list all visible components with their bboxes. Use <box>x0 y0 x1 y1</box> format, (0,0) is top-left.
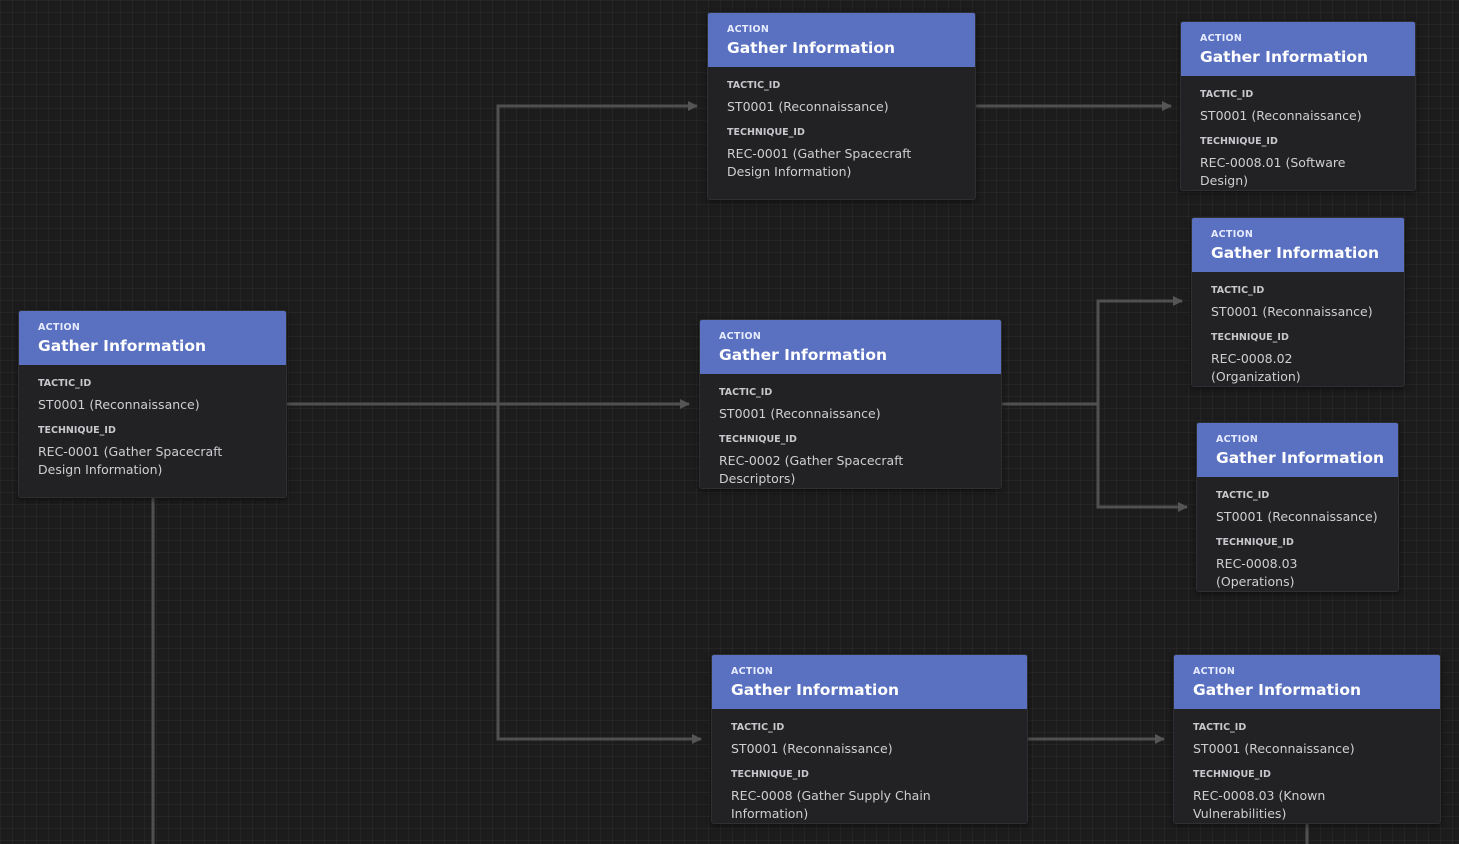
tactic-id-label: TACTIC_ID <box>1211 285 1265 296</box>
technique-id-label: TECHNIQUE_ID <box>1216 537 1294 548</box>
action-node-software-design[interactable]: ACTION Gather Information TACTIC_ID ST00… <box>1180 21 1416 191</box>
node-title: Gather Information <box>1211 244 1380 262</box>
node-body: TACTIC_ID ST0001 (Reconnaissance) TECHNI… <box>1192 272 1404 386</box>
node-body: TACTIC_ID ST0001 (Reconnaissance) TECHNI… <box>1197 477 1398 591</box>
tactic-id-value: ST0001 (Reconnaissance) <box>38 397 200 412</box>
node-header: ACTION Gather Information <box>1181 22 1415 76</box>
tactic-id-value: ST0001 (Reconnaissance) <box>1200 108 1362 123</box>
node-kind-label: ACTION <box>1193 666 1236 677</box>
node-header: ACTION Gather Information <box>1197 423 1398 477</box>
edge-descriptors-to-operations[interactable] <box>1096 404 1188 512</box>
node-title: Gather Information <box>731 681 900 699</box>
tactic-id-label: TACTIC_ID <box>727 80 781 91</box>
technique-id-value: REC-0001 (Gather Spacecraft Design Infor… <box>727 146 912 179</box>
node-kind-label: ACTION <box>719 331 762 342</box>
node-title: Gather Information <box>1200 48 1369 66</box>
node-title: Gather Information <box>38 337 207 355</box>
technique-id-label: TECHNIQUE_ID <box>731 769 809 780</box>
technique-id-label: TECHNIQUE_ID <box>727 127 805 138</box>
action-node-operations[interactable]: ACTION Gather Information TACTIC_ID ST00… <box>1196 422 1399 592</box>
action-node-organization[interactable]: ACTION Gather Information TACTIC_ID ST00… <box>1191 217 1405 387</box>
tactic-id-label: TACTIC_ID <box>719 387 773 398</box>
tactic-id-value: ST0001 (Reconnaissance) <box>1193 741 1355 756</box>
tactic-id-value: ST0001 (Reconnaissance) <box>1216 509 1378 524</box>
tactic-id-label: TACTIC_ID <box>38 378 92 389</box>
technique-id-label: TECHNIQUE_ID <box>1193 769 1271 780</box>
node-kind-label: ACTION <box>731 666 774 677</box>
technique-id-value: REC-0008.01 (Software Design) <box>1200 155 1346 188</box>
node-body: TACTIC_ID ST0001 (Reconnaissance) TECHNI… <box>700 374 1001 488</box>
node-body: TACTIC_ID ST0001 (Reconnaissance) TECHNI… <box>19 365 286 497</box>
node-body: TACTIC_ID ST0001 (Reconnaissance) TECHNI… <box>1181 76 1415 190</box>
node-body: TACTIC_ID ST0001 (Reconnaissance) TECHNI… <box>712 709 1027 823</box>
node-kind-label: ACTION <box>1216 434 1259 445</box>
node-title: Gather Information <box>719 346 888 364</box>
node-header: ACTION Gather Information <box>1174 655 1440 709</box>
technique-id-value: REC-0002 (Gather Spacecraft Descriptors) <box>719 453 904 486</box>
node-header: ACTION Gather Information <box>1192 218 1404 272</box>
technique-id-value: REC-0008.03 (Operations) <box>1216 556 1298 589</box>
tactic-id-value: ST0001 (Reconnaissance) <box>719 406 881 421</box>
tactic-id-label: TACTIC_ID <box>1216 490 1270 501</box>
technique-id-label: TECHNIQUE_ID <box>1200 136 1278 147</box>
tactic-id-label: TACTIC_ID <box>731 722 785 733</box>
node-kind-label: ACTION <box>1200 33 1243 44</box>
technique-id-value: REC-0001 (Gather Spacecraft Design Infor… <box>38 444 223 477</box>
technique-id-label: TECHNIQUE_ID <box>719 434 797 445</box>
node-header: ACTION Gather Information <box>700 320 1001 374</box>
node-kind-label: ACTION <box>38 322 81 333</box>
technique-id-label: TECHNIQUE_ID <box>1211 332 1289 343</box>
node-header: ACTION Gather Information <box>19 311 286 365</box>
technique-id-value: REC-0008.03 (Known Vulnerabilities) <box>1193 788 1326 821</box>
action-node-root[interactable]: ACTION Gather Information TACTIC_ID ST00… <box>18 310 287 498</box>
node-kind-label: ACTION <box>1211 229 1254 240</box>
technique-id-value: REC-0008 (Gather Supply Chain Informatio… <box>731 788 931 821</box>
action-node-known-vulnerabilities[interactable]: ACTION Gather Information TACTIC_ID ST00… <box>1173 654 1441 824</box>
node-header: ACTION Gather Information <box>712 655 1027 709</box>
tactic-id-value: ST0001 (Reconnaissance) <box>1211 304 1373 319</box>
tactic-id-value: ST0001 (Reconnaissance) <box>727 99 889 114</box>
edge-root-to-design[interactable] <box>287 101 698 406</box>
tactic-id-label: TACTIC_ID <box>1200 89 1254 100</box>
node-body: TACTIC_ID ST0001 (Reconnaissance) TECHNI… <box>708 67 975 199</box>
node-title: Gather Information <box>1216 449 1385 467</box>
node-kind-label: ACTION <box>727 24 770 35</box>
action-node-supply-chain[interactable]: ACTION Gather Information TACTIC_ID ST00… <box>711 654 1028 824</box>
edge-root-to-supply-chain[interactable] <box>496 404 702 744</box>
technique-id-label: TECHNIQUE_ID <box>38 425 116 436</box>
node-title: Gather Information <box>1193 681 1362 699</box>
node-body: TACTIC_ID ST0001 (Reconnaissance) TECHNI… <box>1174 709 1440 823</box>
action-node-spacecraft-descriptors[interactable]: ACTION Gather Information TACTIC_ID ST00… <box>699 319 1002 489</box>
node-title: Gather Information <box>727 39 896 57</box>
tactic-id-value: ST0001 (Reconnaissance) <box>731 741 893 756</box>
action-node-spacecraft-design[interactable]: ACTION Gather Information TACTIC_ID ST00… <box>707 12 976 200</box>
tactic-id-label: TACTIC_ID <box>1193 722 1247 733</box>
node-header: ACTION Gather Information <box>708 13 975 67</box>
edge-descriptors-to-organization[interactable] <box>1002 296 1183 406</box>
technique-id-value: REC-0008.02 (Organization) <box>1211 351 1301 384</box>
